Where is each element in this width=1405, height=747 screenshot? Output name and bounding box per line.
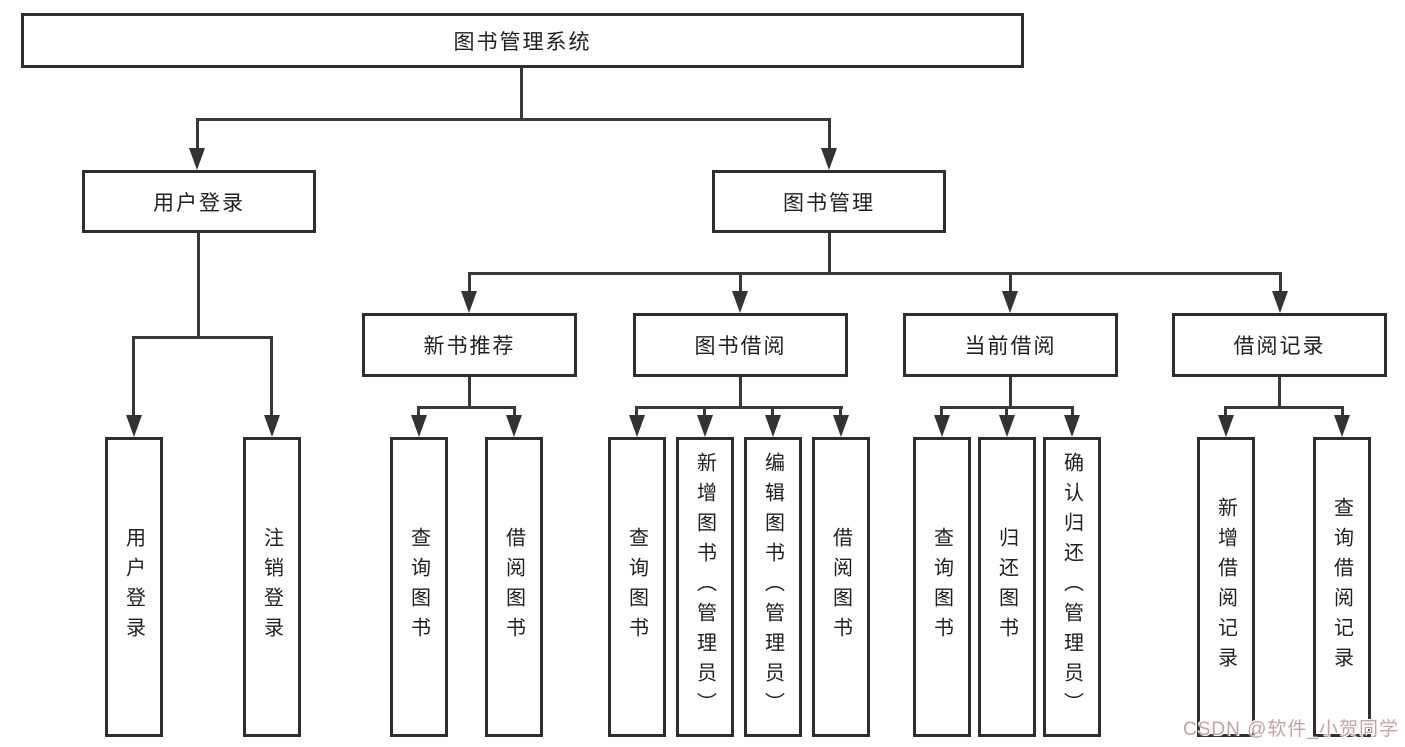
arrow-down-icon — [411, 415, 427, 437]
leaf-add-borrow-record: 新增借阅记录 — [1197, 437, 1255, 737]
node-root: 图书管理系统 — [21, 13, 1024, 68]
connector-bookmgmt-drop-1 — [468, 272, 471, 293]
connector-root-drop-right — [828, 118, 831, 152]
arrow-down-icon — [189, 148, 205, 170]
connector-records-drop-1 — [1224, 406, 1227, 418]
connector-records-stem — [1278, 377, 1281, 406]
connector-borrow-drop-3 — [771, 406, 774, 418]
connector-recommend-stem — [468, 377, 471, 406]
arrow-down-icon — [1064, 415, 1080, 437]
connector-root-crossbar — [196, 118, 831, 121]
arrow-down-icon — [697, 415, 713, 437]
connector-recommend-drop-1 — [417, 406, 420, 418]
connector-root-drop-left — [196, 118, 199, 152]
leaf-logout: 注销登录 — [243, 437, 301, 737]
node-user-login: 用户登录 — [82, 170, 316, 233]
connector-records-crossbar — [1224, 406, 1344, 409]
arrow-down-icon — [765, 415, 781, 437]
connector-current-drop-1 — [940, 406, 943, 418]
arrow-down-icon — [1334, 415, 1350, 437]
arrow-down-icon — [821, 148, 837, 170]
connector-borrow-drop-1 — [635, 406, 638, 418]
connector-userlogin-drop-1 — [132, 336, 135, 417]
connector-current-drop-2 — [1005, 406, 1008, 418]
leaf-query-books-borrow: 查询图书 — [608, 437, 666, 737]
arrow-down-icon — [461, 291, 477, 313]
node-book-management: 图书管理 — [712, 170, 946, 233]
arrow-down-icon — [1272, 291, 1288, 313]
connector-root-stem — [520, 68, 523, 118]
connector-records-drop-2 — [1341, 406, 1344, 418]
connector-current-stem — [1009, 377, 1012, 406]
leaf-user-login: 用户登录 — [105, 437, 163, 737]
connector-current-drop-3 — [1071, 406, 1074, 418]
connector-userlogin-drop-2 — [270, 336, 273, 417]
leaf-query-borrow-record: 查询借阅记录 — [1313, 437, 1371, 737]
connector-bookmgmt-drop-2 — [739, 272, 742, 293]
arrow-down-icon — [506, 415, 522, 437]
arrow-down-icon — [1218, 415, 1234, 437]
node-borrow-records: 借阅记录 — [1172, 313, 1387, 377]
leaf-add-book-admin: 新增图书（管理员） — [676, 437, 734, 737]
leaf-borrow-books-recommend: 借阅图书 — [485, 437, 543, 737]
leaf-query-books-recommend: 查询图书 — [390, 437, 448, 737]
connector-borrow-stem — [739, 377, 742, 406]
connector-userlogin-stem — [197, 233, 200, 336]
connector-userlogin-crossbar — [132, 336, 273, 339]
connector-bookmgmt-crossbar — [468, 272, 1282, 275]
csdn-watermark: CSDN @软件_小贺同学 — [1183, 719, 1399, 740]
connector-recommend-crossbar — [417, 406, 516, 409]
connector-borrow-drop-4 — [839, 406, 842, 418]
node-new-book-recommend: 新书推荐 — [362, 313, 577, 377]
arrow-down-icon — [264, 415, 280, 437]
arrow-down-icon — [732, 291, 748, 313]
connector-recommend-drop-2 — [513, 406, 516, 418]
arrow-down-icon — [1002, 291, 1018, 313]
arrow-down-icon — [999, 415, 1015, 437]
leaf-confirm-return-admin: 确认归还（管理员） — [1043, 437, 1101, 737]
arrow-down-icon — [126, 415, 142, 437]
node-current-borrow: 当前借阅 — [903, 313, 1118, 377]
connector-bookmgmt-stem — [828, 233, 831, 272]
connector-bookmgmt-drop-3 — [1009, 272, 1012, 293]
connector-borrow-drop-2 — [703, 406, 706, 418]
arrow-down-icon — [934, 415, 950, 437]
leaf-return-book: 归还图书 — [978, 437, 1036, 737]
leaf-edit-book-admin: 编辑图书（管理员） — [744, 437, 802, 737]
arrow-down-icon — [833, 415, 849, 437]
leaf-borrow-books-borrow: 借阅图书 — [812, 437, 870, 737]
arrow-down-icon — [629, 415, 645, 437]
node-book-borrow: 图书借阅 — [633, 313, 848, 377]
leaf-query-books-current: 查询图书 — [913, 437, 971, 737]
connector-bookmgmt-drop-4 — [1279, 272, 1282, 293]
connector-borrow-crossbar — [635, 406, 843, 409]
